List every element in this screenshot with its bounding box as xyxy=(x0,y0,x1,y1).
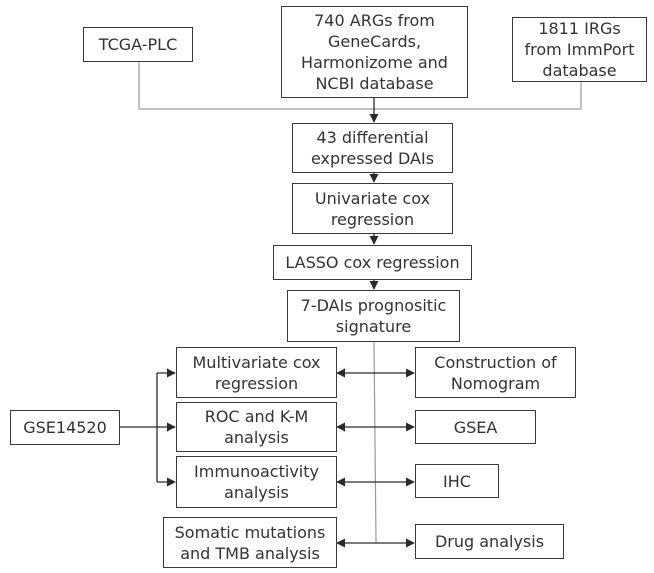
connector-irgs xyxy=(374,82,582,110)
node-nomogram: Construction of Nomogram xyxy=(415,347,576,398)
node-lasso-cox: LASSO cox regression xyxy=(273,245,472,280)
node-gse14520: GSE14520 xyxy=(10,410,120,445)
node-irgs-source: 1811 IRGs from ImmPort database xyxy=(512,17,647,82)
node-tcga-plc: TCGA-PLC xyxy=(83,27,193,62)
signature-trunk xyxy=(373,341,377,544)
node-prognostic-signature: 7-DAIs prognositic signature xyxy=(287,290,460,342)
connector-tcga xyxy=(138,62,374,110)
node-multivariate-cox: Multivariate cox regression xyxy=(176,347,337,398)
node-roc-km: ROC and K-M analysis xyxy=(176,402,337,452)
node-somatic-tmb: Somatic mutations and TMB analysis xyxy=(163,517,337,568)
node-differential-dais: 43 differential expressed DAIs xyxy=(292,123,453,173)
node-gsea: GSEA xyxy=(415,410,536,444)
node-drug-analysis: Drug analysis xyxy=(415,524,564,559)
node-ihc: IHC xyxy=(415,464,499,498)
node-immunoactivity: Immunoactivity analysis xyxy=(176,456,337,508)
node-univariate-cox: Univariate cox regression xyxy=(292,183,453,234)
node-args-source: 740 ARGs from GeneCards, Harmonizome and… xyxy=(281,6,468,98)
